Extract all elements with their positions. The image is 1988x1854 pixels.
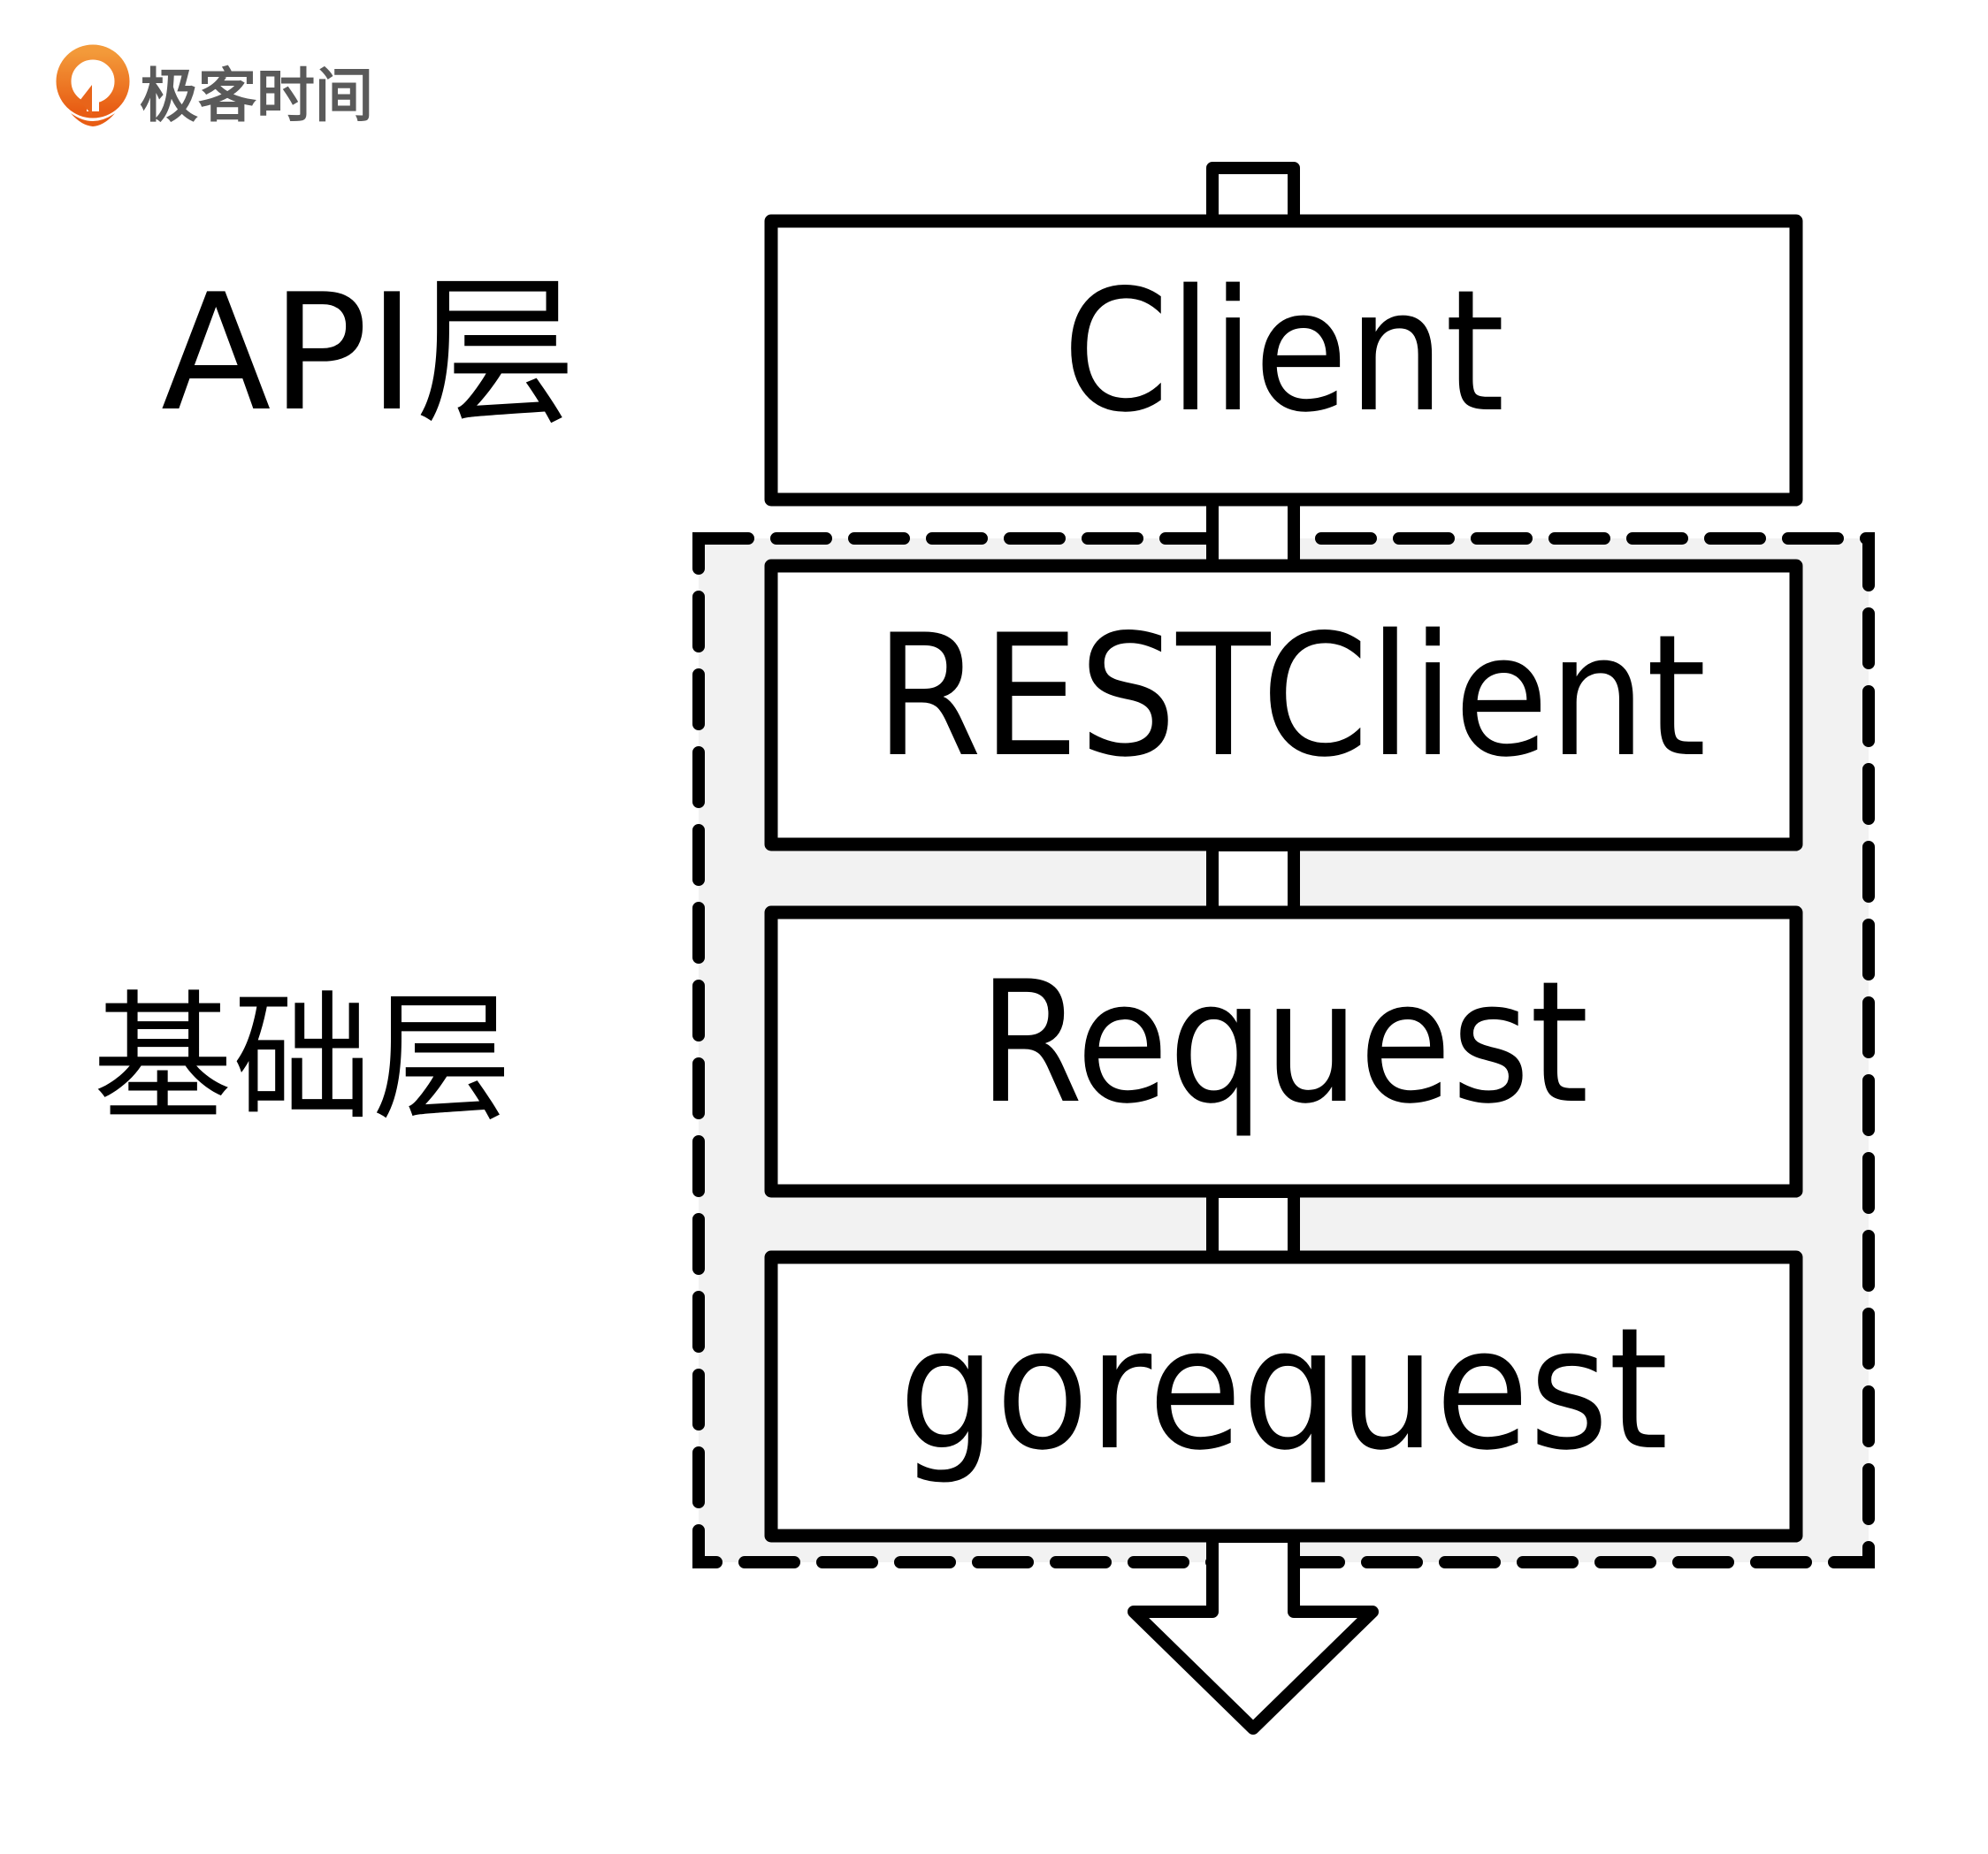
stack-box-label: RESTClient	[875, 599, 1707, 794]
stack-box-frame	[764, 1250, 1803, 1543]
stack-box-label: Client	[1063, 254, 1505, 449]
output-arrow-icon	[1128, 1530, 1379, 1735]
brand-name: 极客时间	[140, 62, 373, 130]
connector-1	[1206, 493, 1300, 572]
brand-logo: 极客时间	[56, 44, 373, 130]
connector-top-stub	[1206, 162, 1300, 221]
stack-box-client: Client	[764, 214, 1803, 507]
stack-box-gorequest: gorequest	[764, 1250, 1803, 1543]
layer-label-api: API层	[161, 259, 577, 446]
layer-label-base: 基础层	[93, 978, 512, 1141]
stack-box-restclient: RESTClient	[764, 559, 1803, 851]
stack-box-frame	[764, 559, 1803, 851]
stack-box-request: Request	[764, 905, 1803, 1198]
stack-box-frame	[764, 214, 1803, 507]
geektime-logo-icon	[56, 44, 130, 126]
connector-2	[1206, 839, 1300, 919]
stack-box-label: gorequest	[899, 1292, 1669, 1487]
stack-box-frame	[764, 905, 1803, 1198]
stack-box-label: Request	[979, 945, 1589, 1141]
connector-3	[1206, 1186, 1300, 1263]
